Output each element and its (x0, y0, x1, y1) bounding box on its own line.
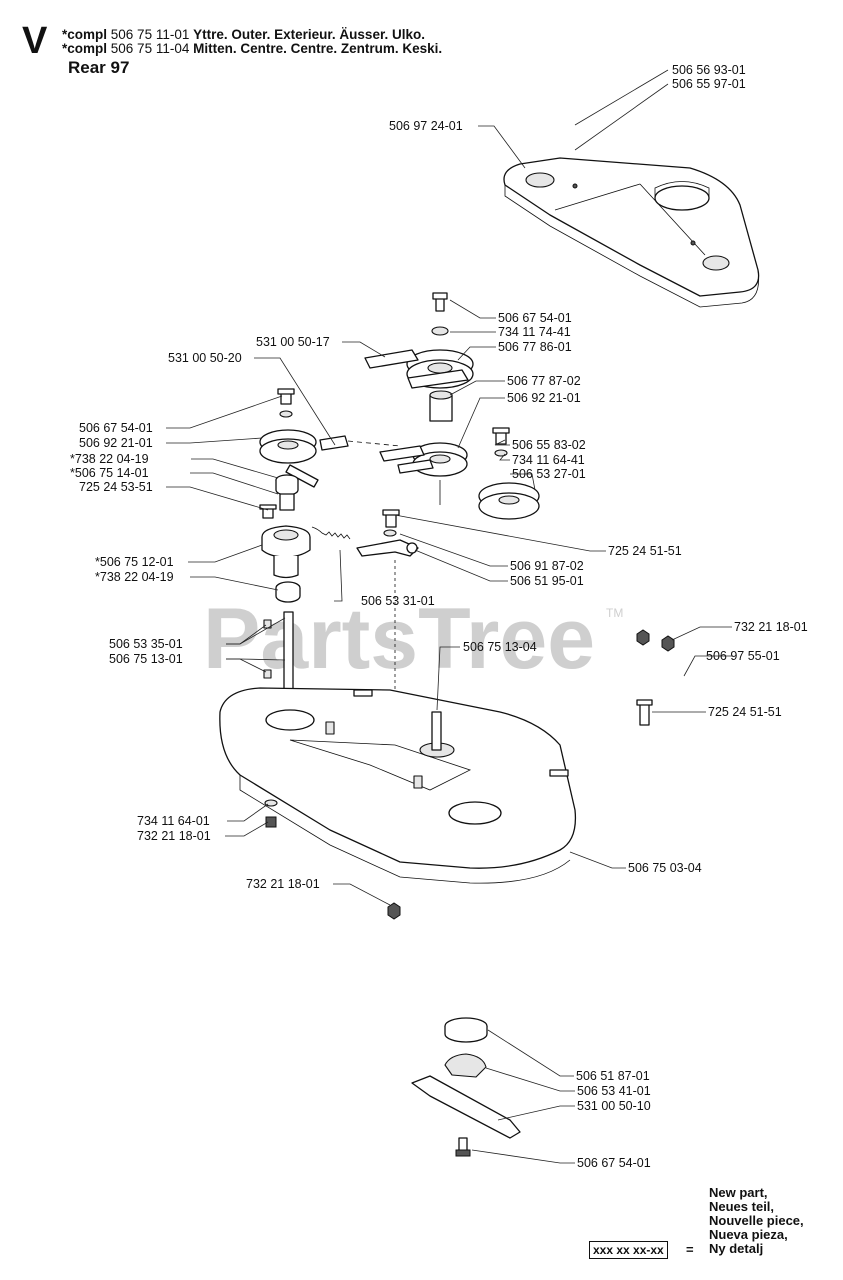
part-callout: 506 56 93-01 (672, 63, 746, 77)
part-callout: 506 53 27-01 (512, 467, 586, 481)
part-callout: 506 67 54-01 (498, 311, 572, 325)
legend-equals: = (686, 1242, 694, 1257)
part-callout: 725 24 51-51 (708, 705, 782, 719)
legend-line: New part, (709, 1185, 768, 1200)
part-callout: 506 77 87-02 (507, 374, 581, 388)
legend-line: Ny detalj (709, 1241, 764, 1256)
part-callout: 506 53 35-01 (109, 637, 183, 651)
part-callout: 531 00 50-20 (168, 351, 242, 365)
part-callout: 506 55 97-01 (672, 77, 746, 91)
part-callout: 732 21 18-01 (137, 829, 211, 843)
part-callout: 725 24 51-51 (608, 544, 682, 558)
part-callout: 734 11 64-01 (137, 814, 210, 828)
watermark-tm: TM (606, 606, 623, 620)
section-letter: V (22, 20, 48, 62)
right-hardware-drawing (636, 629, 675, 726)
part-callout: 734 11 74-41 (498, 325, 571, 339)
legend-line: Nouvelle piece, (709, 1213, 804, 1228)
legend-line: Nueva pieza, (709, 1227, 788, 1242)
part-callout: *506 75 12-01 (95, 555, 174, 569)
kit-number: 506 75 11-01 (110, 27, 190, 42)
upper-pulley-drawing (364, 292, 474, 505)
part-callout: 506 67 54-01 (577, 1156, 651, 1170)
part-callout: 732 21 18-01 (246, 877, 320, 891)
deck-hardware-drawing (264, 799, 401, 920)
part-callout: 506 92 21-01 (507, 391, 581, 405)
part-callout: 506 51 95-01 (510, 574, 584, 588)
model-title: Rear 97 (68, 58, 130, 77)
part-callout: 531 00 50-17 (256, 335, 330, 349)
part-callout: 531 00 50-10 (577, 1099, 651, 1113)
leader-lines (166, 69, 732, 1164)
part-callout: 725 24 53-51 (79, 480, 153, 494)
part-callout: 506 77 86-01 (498, 340, 572, 354)
mower-deck-drawing (219, 687, 577, 884)
part-callout: *506 75 14-01 (70, 466, 149, 480)
part-callout: 506 75 13-01 (109, 652, 183, 666)
part-callout: 506 55 83-02 (512, 438, 586, 452)
blade-assembly-drawing (411, 1017, 521, 1157)
part-callout: 732 21 18-01 (734, 620, 808, 634)
part-callout: *738 22 04-19 (70, 452, 149, 466)
kit-prefix: *compl (62, 41, 108, 56)
part-callout: 506 91 87-02 (510, 559, 584, 573)
part-callout: 506 67 54-01 (79, 421, 153, 435)
idler-pulley-drawing (478, 427, 540, 520)
legend-part-number-box: xxx xx xx-xx (589, 1241, 668, 1259)
part-callout: *738 22 04-19 (95, 570, 174, 584)
belt-cover-drawing (503, 157, 760, 308)
part-callout: 506 92 21-01 (79, 436, 153, 450)
new-part-legend: New part, Neues teil, Nouvelle piece, Nu… (709, 1186, 804, 1256)
callout-labels: 506 56 93-01 506 55 97-01 506 97 24-01 5… (70, 63, 808, 1170)
part-callout: 506 53 31-01 (361, 594, 435, 608)
part-callout: 506 97 55-01 (706, 649, 780, 663)
part-callout: 506 75 13-04 (463, 640, 537, 654)
part-callout: 506 53 41-01 (577, 1084, 651, 1098)
part-callout: 506 51 87-01 (576, 1069, 650, 1083)
part-callout: 506 97 24-01 (389, 119, 463, 133)
kit-description: Yttre. Outer. Exterieur. Äusser. Ulko. (193, 27, 425, 42)
kit-description: Mitten. Centre. Centre. Zentrum. Keski. (193, 41, 443, 56)
kit-line-outer: *compl 506 75 11-01 Yttre. Outer. Exteri… (62, 27, 425, 42)
legend-line: Neues teil, (709, 1199, 775, 1214)
kit-prefix: *compl (62, 27, 108, 42)
part-callout: 734 11 64-41 (512, 453, 585, 467)
kit-number: 506 75 11-04 (110, 41, 190, 56)
part-callout: 506 75 03-04 (628, 861, 702, 875)
left-pulley-drawing (259, 388, 401, 691)
kit-line-centre: *compl 506 75 11-04 Mitten. Centre. Cent… (62, 41, 442, 56)
